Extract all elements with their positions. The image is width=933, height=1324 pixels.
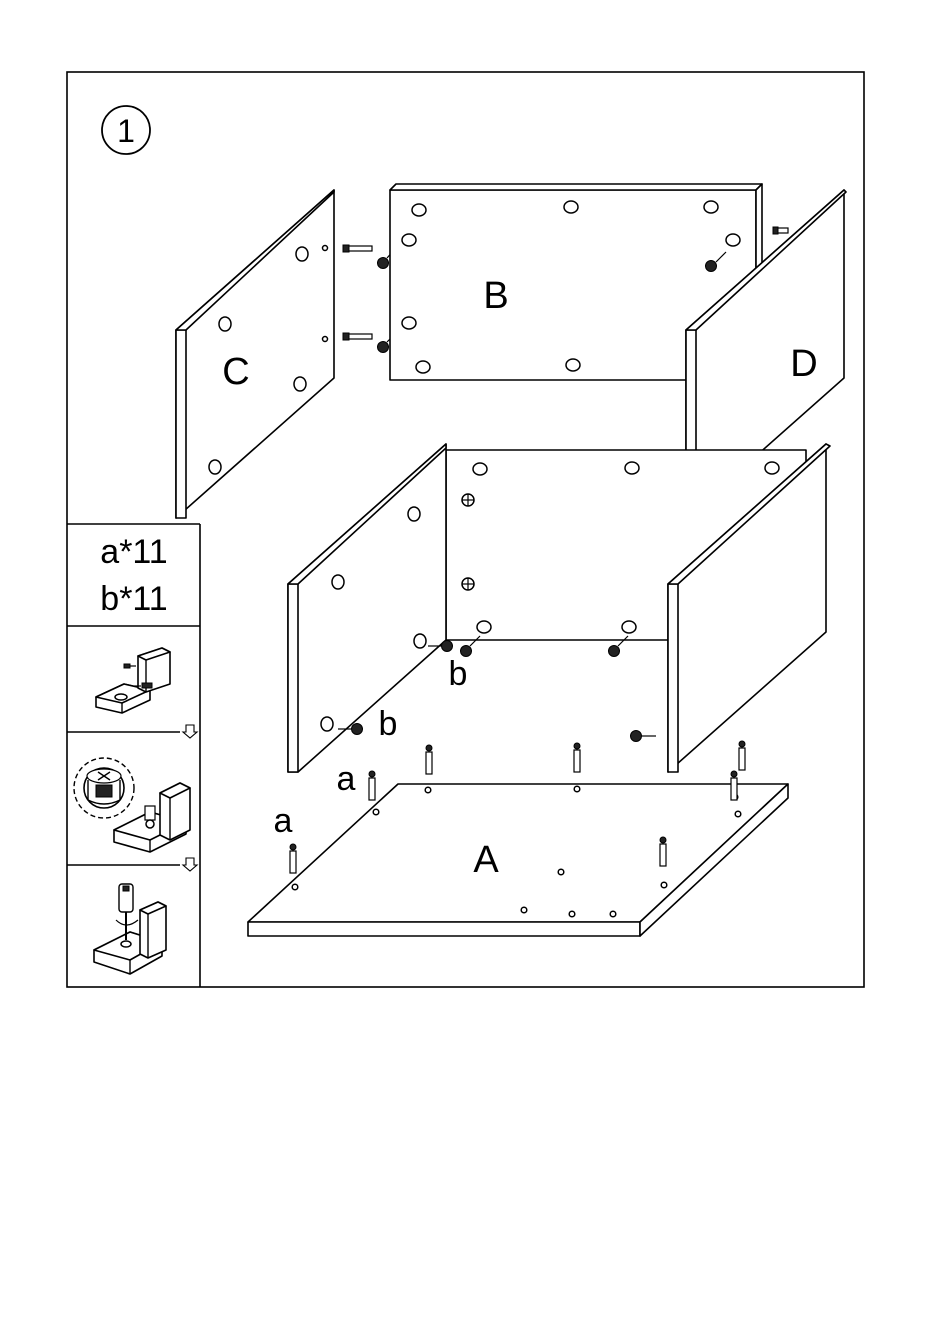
- panel-c-label: C: [222, 351, 249, 393]
- panel-b-label: B: [483, 275, 508, 317]
- callout-b-upper: b: [449, 655, 468, 693]
- step-number-badge: 1: [102, 106, 150, 154]
- callout-b-lower: b: [379, 705, 398, 743]
- panel-d-label: D: [790, 343, 817, 385]
- screw-hole-icon: [462, 578, 474, 590]
- step-number: 1: [117, 113, 135, 149]
- callout-a-mid: a: [337, 760, 356, 798]
- parts-count-a: a*11: [100, 533, 167, 571]
- parts-count-b: b*11: [100, 580, 167, 618]
- callout-a-left: a: [274, 802, 293, 840]
- panel-a-label: A: [473, 839, 499, 881]
- screw-hole-icon: [462, 494, 474, 506]
